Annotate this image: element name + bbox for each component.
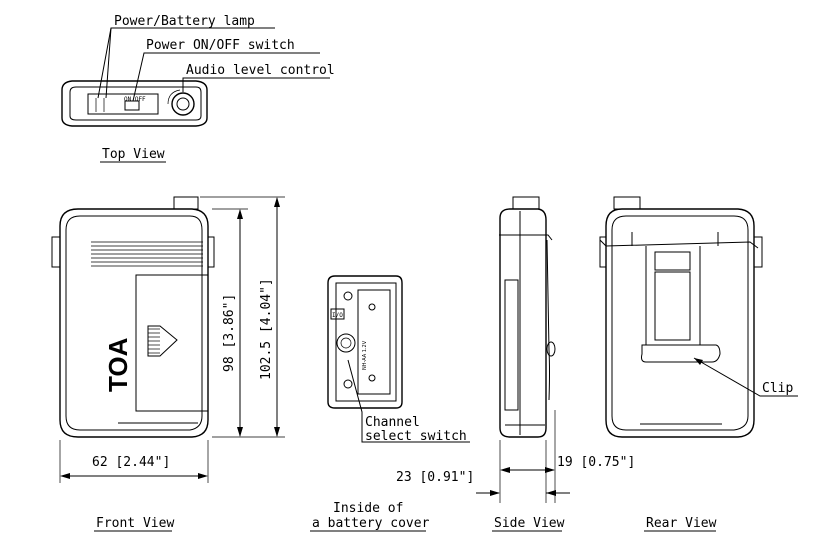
side-depth-dim: 23 [0.91"] [396,470,474,485]
top-view: ON OFF Power/Battery lamp Power ON/OFF s… [61,14,335,163]
switch-label: ON OFF [124,96,146,103]
front-height-outer-dim: 102.5 [4.04"] [259,278,274,380]
top-view-label: Top View [102,147,165,162]
side-view-label: Side View [494,516,565,531]
battery-cover-label-line2: a battery cover [312,516,430,531]
front-view-label: Front View [96,516,174,531]
channel-callout-line1: Channel [365,415,420,430]
battery-rating: NH-AA 1.2V [362,340,368,370]
front-height-inner-dim: 98 [3.86"] [222,294,237,372]
speaker-grille [91,241,203,267]
channel-dial-icon [336,333,356,353]
front-view: TOA 62 [2.44"] 98 [3.86"] 102.5 [4.04"] … [51,196,285,532]
channel-callout-line2: select switch [365,429,467,444]
io-mark: I/O [332,312,343,319]
audio-level-callout: Audio level control [186,63,335,78]
cover-arrow-icon [147,325,178,357]
clip-callout: Clip [762,381,793,396]
battery-cover-label-line1: Inside of [333,501,403,516]
rear-view-label: Rear View [646,516,717,531]
rear-view: Clip Rear View [599,196,798,532]
side-clip-dim: 19 [0.75"] [557,455,635,470]
toa-logo: TOA [103,337,133,392]
power-lamp-callout: Power/Battery lamp [114,14,255,29]
side-view: 23 [0.91"] 19 [0.75"] Side View [396,196,635,532]
front-width-dim: 62 [2.44"] [92,455,170,470]
power-switch-callout: Power ON/OFF switch [146,38,295,53]
battery-cover-view: I/O NH-AA 1.2V Channel select switch Ins… [310,275,470,532]
